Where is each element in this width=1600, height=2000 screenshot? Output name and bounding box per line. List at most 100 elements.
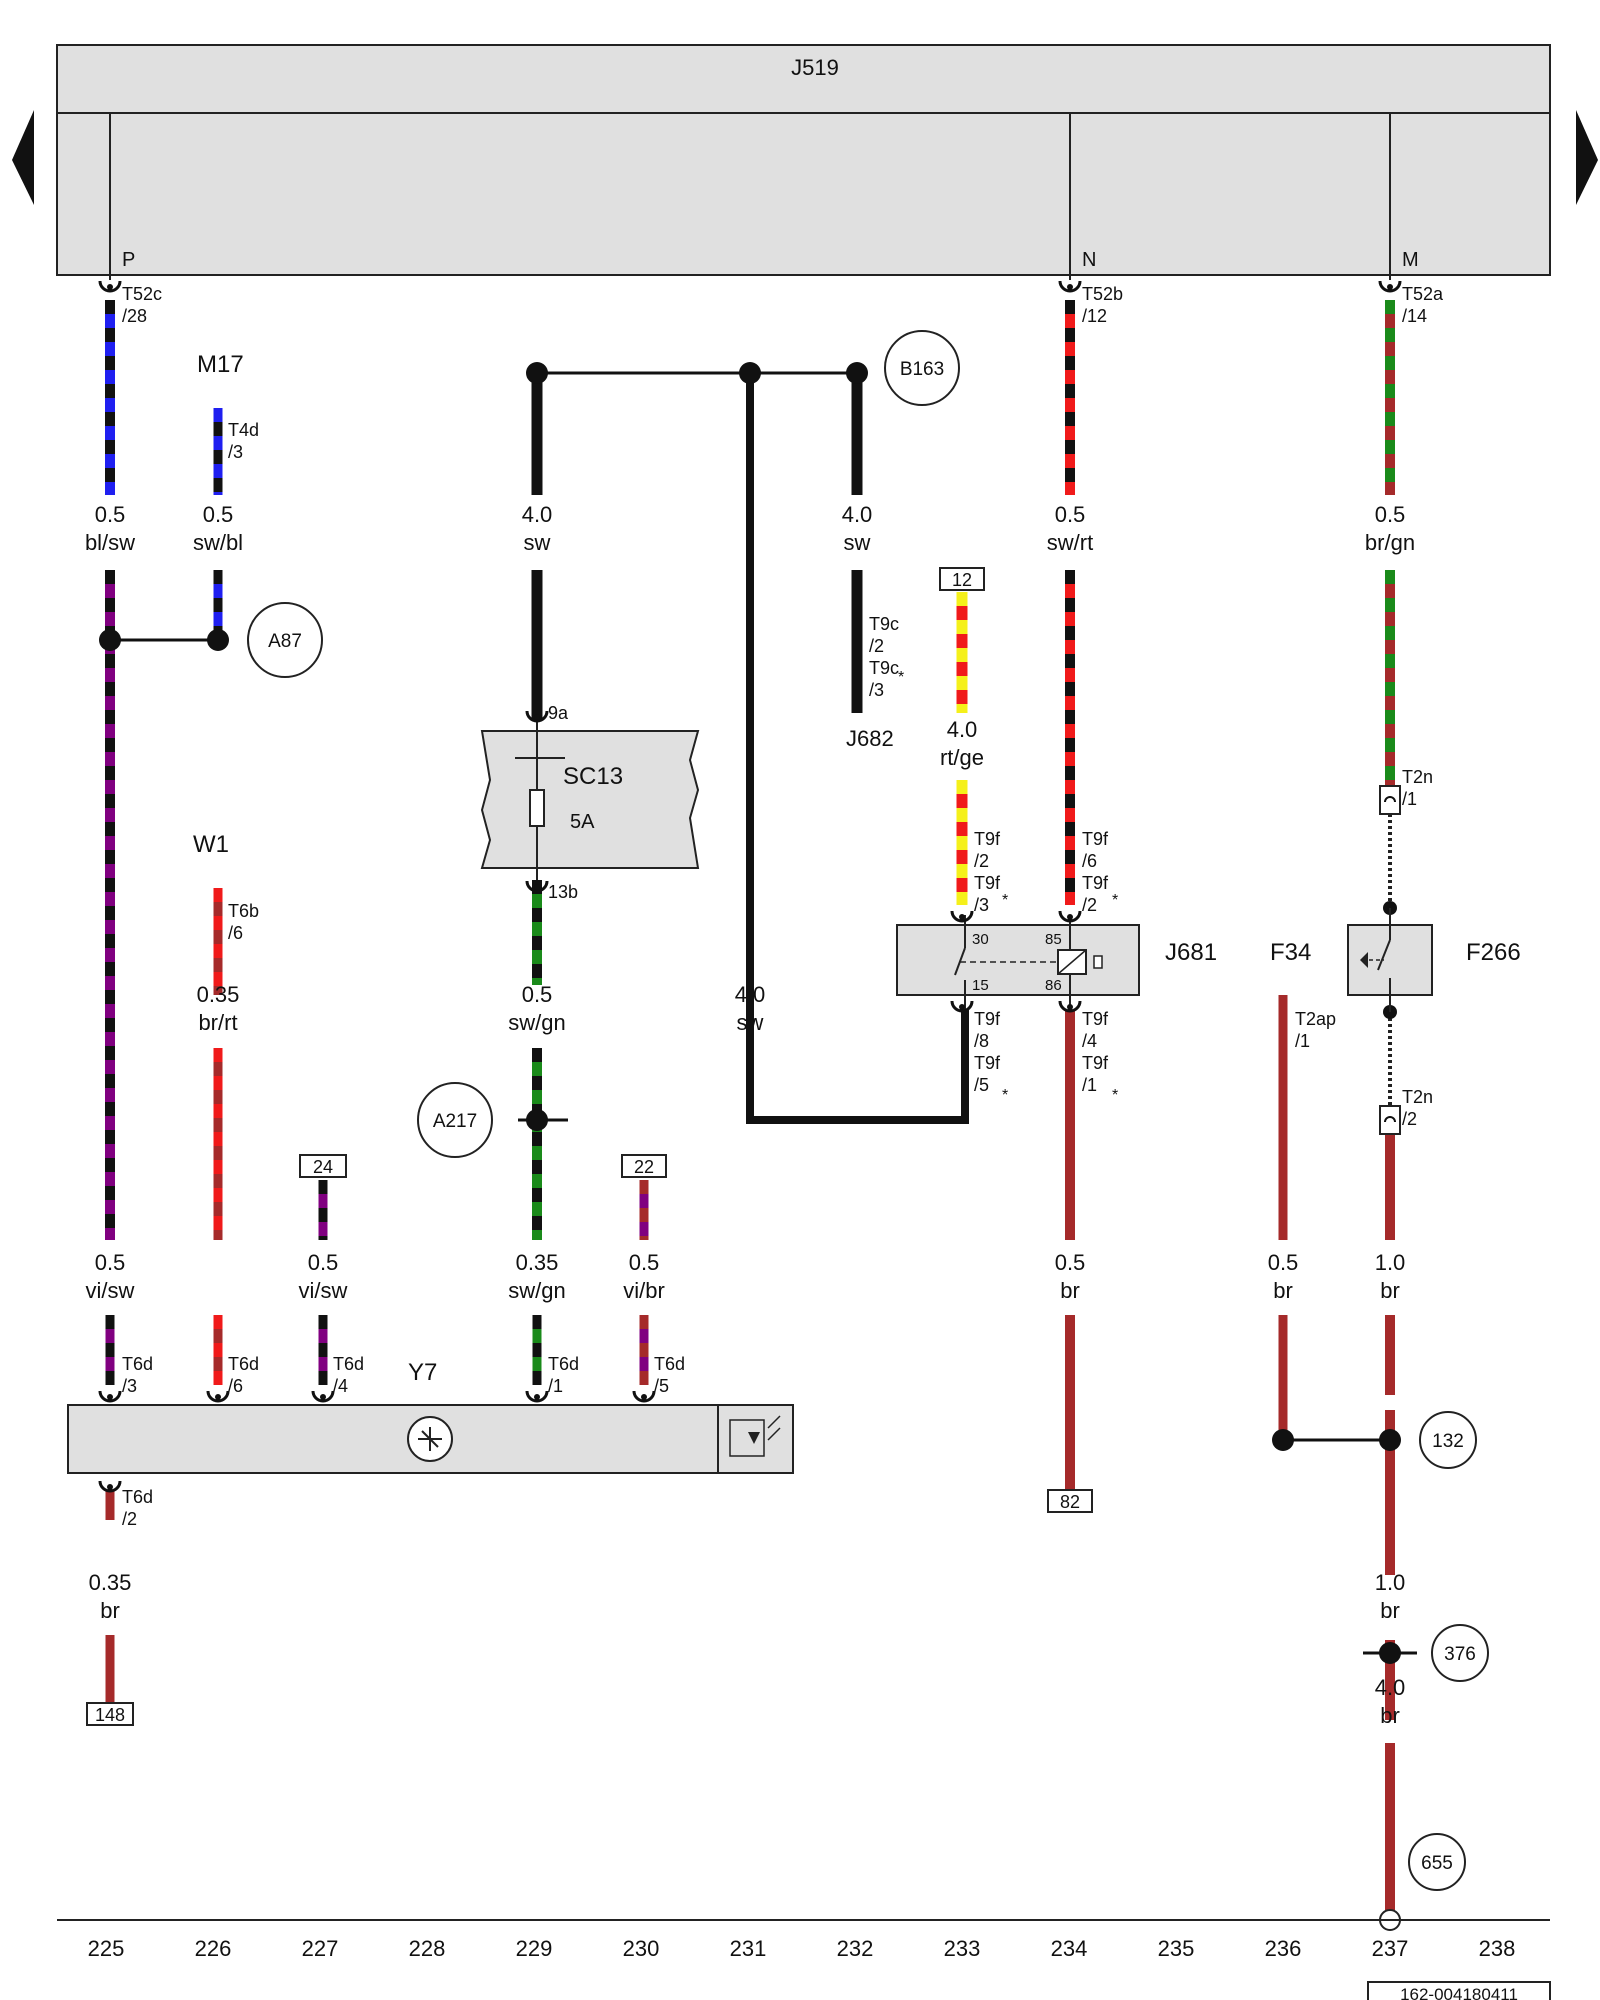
terminal-arc — [1058, 280, 1082, 293]
fuse-terminal-label: 9a — [548, 703, 569, 723]
connector-label: T2n — [1402, 1087, 1433, 1107]
plug-box — [1379, 1105, 1401, 1135]
track-number: 231 — [730, 1936, 767, 1961]
relay-pin-30: 30 — [972, 931, 989, 948]
connector-label: /6 — [228, 1376, 243, 1396]
terminal-pin — [959, 1004, 965, 1010]
component-f34: F34 — [1270, 939, 1311, 966]
connector-label: T52a — [1402, 284, 1444, 304]
plug-box — [1379, 785, 1401, 815]
terminal-pin — [215, 1394, 221, 1400]
relay-pin-15: 15 — [972, 977, 989, 994]
terminal-arc — [525, 880, 549, 893]
terminal-layer — [98, 280, 1402, 1493]
doc-id-box — [1367, 1981, 1551, 2000]
terminal-pin — [320, 1394, 326, 1400]
terminal-arc — [632, 1390, 656, 1403]
wire-color-code: br — [100, 1598, 120, 1623]
terminal-arc — [98, 1390, 122, 1403]
connector-label: /1 — [548, 1376, 563, 1396]
connector-label: /2 — [1082, 895, 1097, 915]
connector-label: /1 — [1402, 789, 1417, 809]
wire-color-code: sw/rt — [1047, 530, 1093, 555]
ref-a217: A217 — [433, 1111, 477, 1132]
terminal-arc — [950, 1000, 974, 1013]
control-unit-j519-body — [56, 112, 1551, 276]
track-number: 238 — [1479, 1936, 1516, 1961]
ref-376: 376 — [1444, 1644, 1476, 1665]
terminal-pin — [1067, 914, 1073, 920]
connector-label: T9f — [974, 829, 1001, 849]
terminal-arc — [525, 710, 549, 723]
connector-label: /2 — [122, 1509, 137, 1529]
terminal-pin — [1387, 284, 1393, 290]
connector-label: /14 — [1402, 306, 1427, 326]
asterisk-note: * — [1112, 892, 1118, 909]
connector-label: T9c — [869, 658, 899, 678]
wire-color-code: br/rt — [198, 1010, 237, 1035]
track-number: 228 — [409, 1936, 446, 1961]
wire-color-code: sw/gn — [508, 1010, 565, 1035]
connector-label: /2 — [1402, 1109, 1417, 1129]
connector-label: /3 — [869, 680, 884, 700]
asterisk-note: * — [898, 669, 904, 686]
wire-color-code: br — [1380, 1598, 1400, 1623]
wire-color-code: br — [1380, 1278, 1400, 1303]
fuse-sc13-label: SC13 — [563, 763, 623, 790]
ref-box-24: 24 — [313, 1157, 333, 1177]
track-number: 225 — [88, 1936, 125, 1961]
wire-color-code: vi/br — [623, 1278, 665, 1303]
component-j682: J682 — [846, 726, 894, 751]
circle-refs: B163 A87 A217 132 376 655 — [247, 330, 1489, 1891]
track-number: 233 — [944, 1936, 981, 1961]
terminal-arc — [206, 1390, 230, 1403]
wire-size: 0.5 — [95, 1250, 126, 1275]
component-f266: F266 — [1466, 939, 1521, 966]
connector-label: /2 — [974, 851, 989, 871]
box-refs — [86, 567, 1093, 1726]
connector-label: T6d — [228, 1354, 259, 1374]
connector-label: /3 — [228, 442, 243, 462]
wire-size: 0.35 — [197, 982, 240, 1007]
connector-label: T6d — [333, 1354, 364, 1374]
wire-size: 0.5 — [1268, 1250, 1299, 1275]
ref-box-12: 12 — [952, 570, 972, 590]
ref-box-82: 82 — [1060, 1492, 1080, 1512]
connector-label: /5 — [654, 1376, 669, 1396]
wire-labels: 0.5bl/sw0.5sw/bl4.0sw4.0sw0.5sw/rt0.5br/… — [85, 502, 1415, 1728]
connector-label: /1 — [1295, 1031, 1310, 1051]
track-number: 227 — [302, 1936, 339, 1961]
wire-size: 0.35 — [516, 1250, 559, 1275]
connector-label: /1 — [1082, 1075, 1097, 1095]
terminal-pin — [1067, 284, 1073, 290]
pin-label-n: N — [1082, 249, 1096, 271]
wire-size: 0.5 — [522, 982, 553, 1007]
component-y7: Y7 — [408, 1359, 437, 1386]
track-number: 230 — [623, 1936, 660, 1961]
wire-size: 0.5 — [1055, 502, 1086, 527]
wire-color-code: vi/sw — [86, 1278, 135, 1303]
wire-size: 4.0 — [842, 502, 873, 527]
next-page-arrow[interactable] — [1576, 110, 1598, 205]
terminal-pin — [107, 1394, 113, 1400]
terminal-pin — [107, 1484, 113, 1490]
terminal-arc — [525, 1390, 549, 1403]
connector-label: /3 — [974, 895, 989, 915]
wire-size: 1.0 — [1375, 1570, 1406, 1595]
wire-size: 0.5 — [1055, 1250, 1086, 1275]
terminal-pin — [1067, 1004, 1073, 1010]
terminal-pin — [534, 1394, 540, 1400]
wire-color-code: vi/sw — [299, 1278, 348, 1303]
terminal-pin — [107, 284, 113, 290]
wire-size: 0.5 — [629, 1250, 660, 1275]
connector-label: T9f — [1082, 829, 1109, 849]
wire-color-code: bl/sw — [85, 530, 135, 555]
wire-color-code: sw — [737, 1010, 764, 1035]
prev-page-arrow[interactable] — [12, 110, 34, 205]
track-number: 232 — [837, 1936, 874, 1961]
terminal-arc — [1058, 910, 1082, 923]
connector-label: T9f — [1082, 873, 1109, 893]
wire-color-code: sw/bl — [193, 530, 243, 555]
